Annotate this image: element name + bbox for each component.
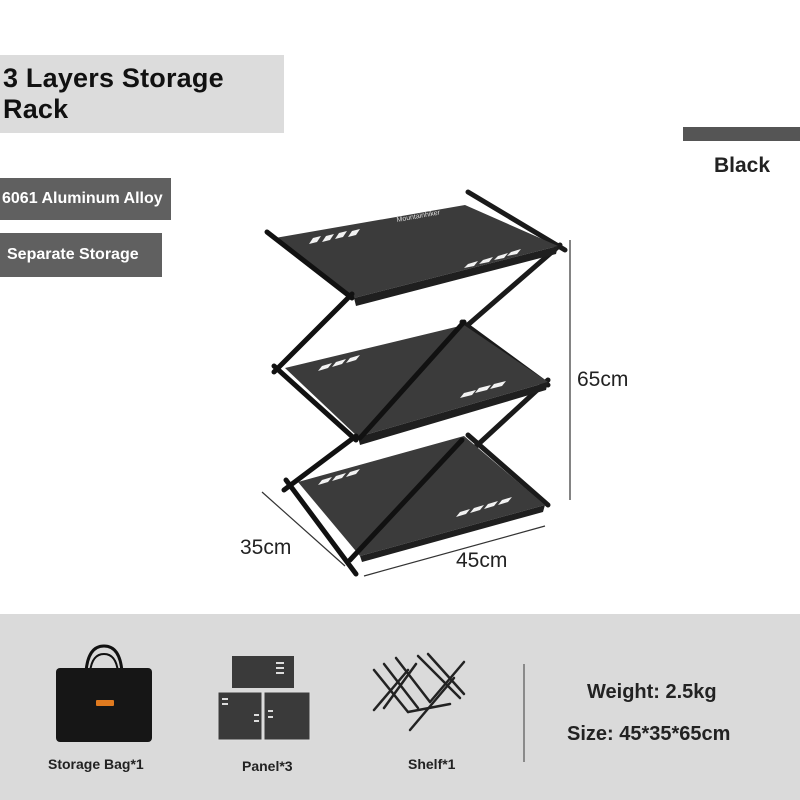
panel-divider [523,664,525,762]
page-title: 3 Layers Storage Rack [3,63,224,124]
color-swatch-bar[interactable] [683,127,800,141]
width-dimension-line [363,525,546,577]
width-dimension-label: 45cm [456,549,508,572]
height-dimension-label: 65cm [577,368,629,391]
weight-spec: Weight: 2.5kg [587,681,717,703]
package-item-label: Storage Bag*1 [48,756,144,772]
depth-dimension-label: 35cm [240,536,292,559]
feature-tag-label: 6061 Aluminum Alloy [2,190,163,207]
shelf-bottom [298,436,545,562]
package-contents-panel: Storage Bag*1 Panel*3 Shelf*1 Weight: 2.… [0,614,800,800]
package-item-label: Shelf*1 [408,756,456,772]
feature-tag-storage: Separate Storage [0,233,162,277]
shelf-middle [285,325,548,445]
color-option-label[interactable]: Black [714,154,771,177]
shelf-top: Mountainhiker [275,205,558,306]
feature-tag-label: Separate Storage [7,246,139,263]
package-item-label: Panel*3 [242,758,293,774]
depth-dimension-line [261,491,346,567]
title-banner: 3 Layers Storage Rack [0,55,284,133]
storage-rack-illustration: Mountainhiker [261,189,571,577]
panel-stack-icon [217,656,311,741]
feature-tag-material: 6061 Aluminum Alloy [0,178,171,220]
storage-bag-icon [56,644,152,742]
rack-frame-front [264,229,467,577]
size-spec: Size: 45*35*65cm [567,723,731,745]
folding-shelf-frame-icon [372,652,466,732]
